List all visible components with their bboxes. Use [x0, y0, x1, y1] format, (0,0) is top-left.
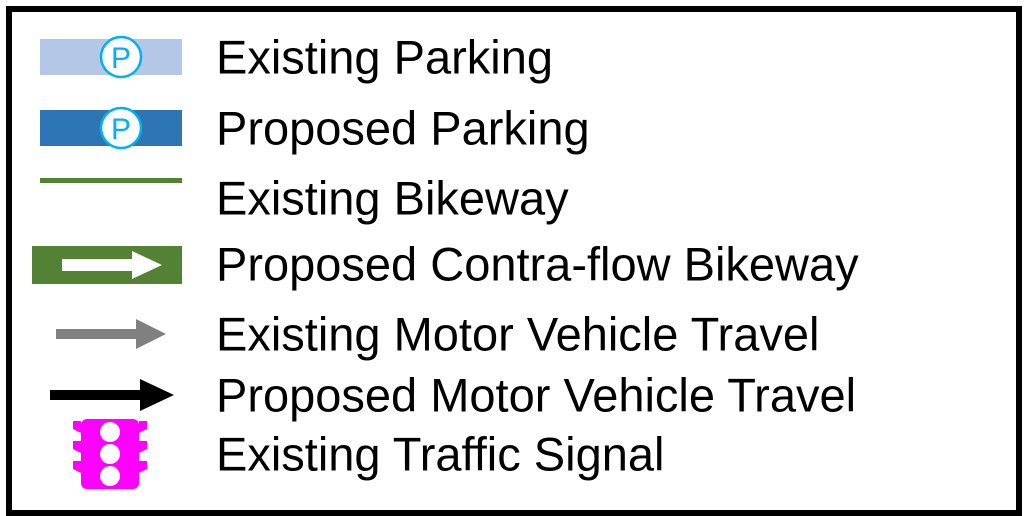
proposed-travel-arrow-icon: [32, 360, 182, 430]
map-legend: P Existing Parking P Proposed Parking Ex…: [6, 6, 1022, 516]
legend-label-proposed-travel: Proposed Motor Vehicle Travel: [216, 368, 857, 422]
traffic-signal-icon: [32, 419, 182, 489]
existing-travel-arrow-icon: [32, 299, 182, 369]
legend-item-existing-parking: P Existing Parking: [12, 22, 1016, 92]
legend-item-existing-bikeway: Existing Bikeway: [12, 163, 1016, 233]
legend-item-contra-flow-bikeway: Proposed Contra-flow Bikeway: [12, 229, 1016, 299]
legend-label-existing-parking: Existing Parking: [216, 30, 553, 84]
legend-label-existing-bikeway: Existing Bikeway: [216, 171, 569, 225]
legend-label-proposed-parking: Proposed Parking: [216, 101, 590, 155]
legend-label-contra-flow-bikeway: Proposed Contra-flow Bikeway: [216, 237, 859, 291]
existing-parking-icon: P: [32, 22, 182, 92]
proposed-parking-icon: P: [32, 93, 182, 163]
legend-item-existing-travel: Existing Motor Vehicle Travel: [12, 299, 1016, 369]
legend-item-proposed-travel: Proposed Motor Vehicle Travel: [12, 360, 1016, 430]
parking-badge-text: P: [111, 42, 131, 75]
contra-flow-bikeway-arrow-icon: [32, 229, 182, 299]
parking-badge-text: P: [111, 113, 131, 146]
existing-bikeway-line-icon: [32, 163, 182, 233]
legend-item-proposed-parking: P Proposed Parking: [12, 93, 1016, 163]
legend-label-existing-travel: Existing Motor Vehicle Travel: [216, 307, 820, 361]
legend-item-traffic-signal: Existing Traffic Signal: [12, 419, 1016, 489]
legend-label-traffic-signal: Existing Traffic Signal: [216, 427, 665, 481]
